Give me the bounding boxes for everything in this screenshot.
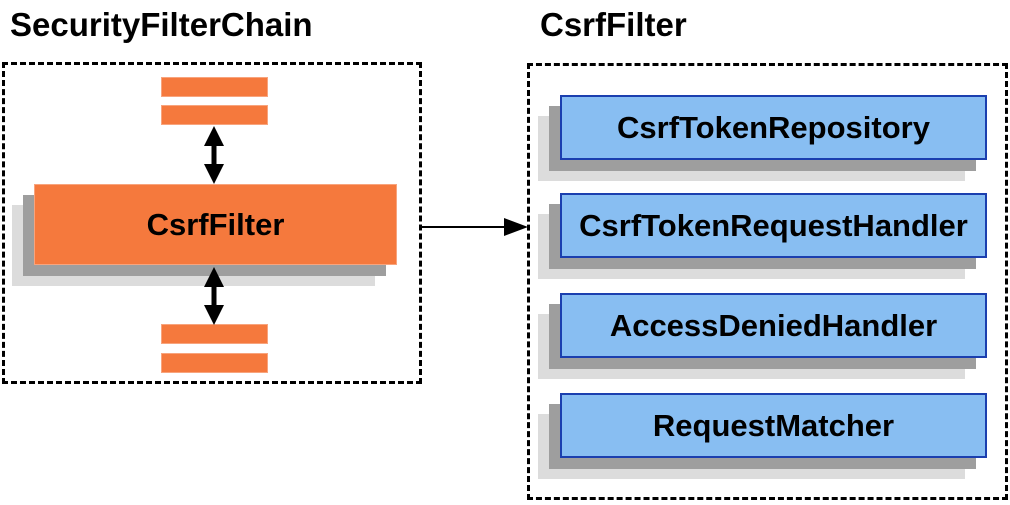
- connector-arrow-icon: [422, 218, 528, 236]
- csrf-filter-node-label: CsrfFilter: [146, 206, 285, 242]
- csrf-filter-boundary: [527, 63, 1008, 500]
- component-label: RequestMatcher: [652, 407, 895, 443]
- filter-placeholder-bar: [161, 353, 268, 373]
- component-box-access-denied-handler: AccessDeniedHandler: [560, 293, 987, 358]
- security-filter-chain-boundary: [2, 62, 422, 384]
- double-arrow-icon: [204, 267, 224, 325]
- security-filter-chain-title: SecurityFilterChain: [10, 6, 313, 43]
- component-box-request-matcher: RequestMatcher: [560, 393, 987, 458]
- component-label: CsrfTokenRequestHandler: [579, 207, 968, 243]
- component-label: CsrfTokenRepository: [617, 109, 930, 145]
- filter-placeholder-bar: [161, 105, 268, 125]
- component-label: AccessDeniedHandler: [609, 307, 938, 343]
- csrf-filter-node: CsrfFilter: [34, 184, 397, 265]
- csrf-filter-title: CsrfFilter: [540, 6, 687, 43]
- filter-placeholder-bar: [161, 77, 268, 97]
- component-box-csrf-token-request-handler: CsrfTokenRequestHandler: [560, 193, 987, 258]
- double-arrow-icon: [204, 126, 224, 184]
- component-box-csrf-token-repository: CsrfTokenRepository: [560, 95, 987, 160]
- filter-placeholder-bar: [161, 324, 268, 344]
